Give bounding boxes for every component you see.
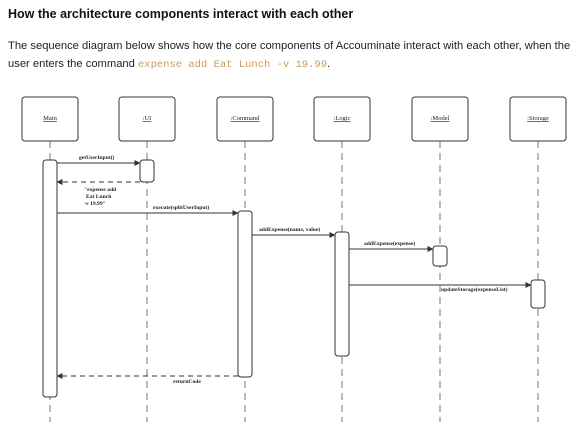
activation-model bbox=[432, 245, 448, 267]
participant-label-main: Main bbox=[43, 115, 57, 122]
participant-box-main bbox=[21, 96, 79, 142]
participant-label-model: :Model bbox=[431, 115, 450, 122]
participant-label-storage: :Storage bbox=[527, 115, 549, 122]
participant-label-logic: :Logic bbox=[334, 115, 351, 122]
msg-return-code: returnCode bbox=[173, 379, 201, 385]
activation-ui bbox=[139, 159, 155, 183]
activation-command bbox=[237, 210, 253, 378]
participant-box-command bbox=[216, 96, 274, 142]
participant-box-logic bbox=[313, 96, 371, 142]
activation-logic bbox=[334, 231, 350, 357]
participant-box-model bbox=[411, 96, 469, 142]
msg-add-expense-logic: addExpense(name, value) bbox=[259, 226, 320, 233]
participant-box-ui bbox=[118, 96, 176, 142]
intro-end: . bbox=[327, 58, 331, 70]
section-heading: How the architecture components interact… bbox=[8, 7, 354, 21]
intro-text: The sequence diagram below shows how the… bbox=[8, 40, 571, 70]
command-code: expense add Eat Lunch -v 19.99 bbox=[137, 59, 327, 71]
msg-add-expense-model: addExpense(expense) bbox=[364, 240, 415, 247]
msg-get-user-input: getUserInput() bbox=[79, 154, 115, 161]
intro-paragraph: The sequence diagram below shows how the… bbox=[8, 37, 583, 74]
activation-storage bbox=[530, 279, 546, 309]
msg-return-input-3: -v 19.99" bbox=[84, 201, 106, 207]
participant-label-command: :Command bbox=[231, 115, 261, 122]
msg-return-input-1: "expense add bbox=[84, 187, 117, 193]
msg-execute: execute(splitUserInput) bbox=[153, 204, 209, 211]
participant-box-storage bbox=[509, 96, 567, 142]
activation-main bbox=[42, 159, 58, 398]
participant-label-ui: :UI bbox=[143, 115, 152, 122]
msg-update-storage: updateStorage(expenseList) bbox=[441, 286, 508, 293]
msg-return-input-2: Eat Lunch bbox=[86, 194, 112, 200]
